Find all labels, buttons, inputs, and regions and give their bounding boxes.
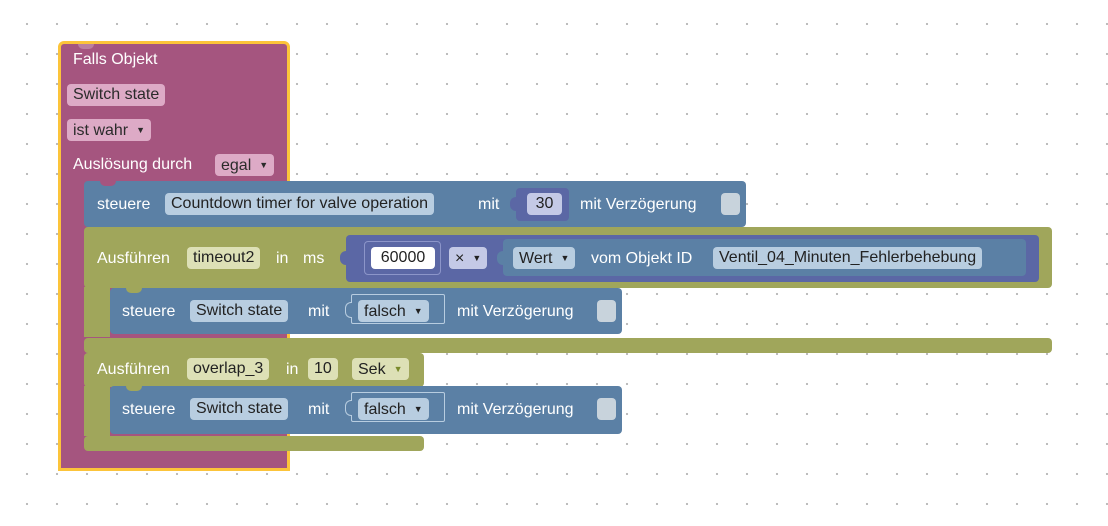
chevron-down-icon: ▼ (413, 404, 423, 414)
trigger-object-field[interactable]: Switch state (67, 84, 166, 106)
overlap-unit-value: Sek (358, 361, 386, 378)
overlap-inner-bool-value: falsch (364, 401, 406, 418)
control-timer-notch (100, 181, 116, 186)
overlap-inner-with-label: mit (308, 401, 330, 418)
multiplier-number-field[interactable]: 60000 (371, 247, 435, 269)
timeout-in-label: in (276, 250, 289, 267)
overlap-amount-field[interactable]: 10 (308, 358, 338, 380)
control-timer-verb: steuere (97, 196, 151, 213)
overlap-inner-notch (126, 386, 142, 391)
overlap-inner-bool-dropdown[interactable]: falsch ▼ (358, 398, 429, 420)
timeout-run-label: Ausführen (97, 250, 170, 267)
timeout-name-field[interactable]: timeout2 (187, 247, 261, 269)
chevron-down-icon: ▼ (259, 160, 269, 170)
overlap-unit-dropdown[interactable]: Sek ▼ (352, 358, 409, 380)
trigger-condition-dropdown[interactable]: ist wahr ▼ (67, 119, 152, 141)
timeout-block-left-arm (84, 287, 110, 337)
control-timer-with-label: mit (478, 196, 500, 213)
timeout-inner-verb: steuere (122, 303, 176, 320)
chevron-down-icon: ▼ (560, 253, 570, 263)
timeout-inner-bool-value: falsch (364, 303, 406, 320)
object-id-field[interactable]: Ventil_04_Minuten_Fehlerbehebung (713, 247, 983, 269)
trigger-notch (78, 44, 94, 49)
overlap-inner-delay-checkbox[interactable] (597, 398, 616, 420)
chevron-down-icon: ▼ (393, 364, 403, 374)
trigger-source-value: egal (221, 157, 252, 174)
timeout-inner-delay-label: mit Verzögerung (457, 303, 574, 320)
chevron-down-icon: ▼ (472, 253, 482, 263)
control-timer-delay-checkbox[interactable] (721, 193, 740, 215)
trigger-source-dropdown[interactable]: egal ▼ (215, 154, 275, 176)
chevron-down-icon: ▼ (413, 306, 423, 316)
get-object-value-plug (497, 251, 503, 265)
multiply-block-plug (340, 251, 346, 265)
trigger-condition-value: ist wahr (73, 122, 129, 139)
timeout-inner-with-label: mit (308, 303, 330, 320)
value-type-value: Wert (519, 250, 553, 267)
timeout-inner-bool-plug (345, 302, 352, 318)
timeout-inner-delay-checkbox[interactable] (597, 300, 616, 322)
timeout-block-bottom-bar (84, 338, 1052, 353)
timeout-inner-bool-dropdown[interactable]: falsch ▼ (358, 300, 429, 322)
value-type-dropdown[interactable]: Wert ▼ (513, 247, 576, 269)
trigger-source-label: Auslösung durch (73, 156, 193, 173)
control-timer-delay-label: mit Verzögerung (580, 196, 697, 213)
control-timer-value-field[interactable]: 30 (527, 193, 562, 215)
control-timer-value-plug (510, 197, 516, 211)
overlap-run-label: Ausführen (97, 361, 170, 378)
overlap-block-left-arm (84, 386, 110, 436)
overlap-inner-delay-label: mit Verzögerung (457, 401, 574, 418)
operator-dropdown[interactable]: ×▼ (449, 247, 488, 269)
overlap-block-bottom-bar (84, 436, 424, 451)
timeout-inner-notch (126, 288, 142, 293)
operator-value: × (455, 250, 465, 267)
timeout-inner-object-field[interactable]: Switch state (190, 300, 289, 322)
chevron-down-icon: ▼ (136, 125, 146, 135)
timeout-unit-label: ms (303, 250, 325, 267)
control-timer-object-field[interactable]: Countdown timer for valve operation (165, 193, 435, 215)
overlap-inner-verb: steuere (122, 401, 176, 418)
overlap-in-label: in (286, 361, 299, 378)
overlap-inner-bool-plug (345, 400, 352, 416)
overlap-name-field[interactable]: overlap_3 (187, 358, 270, 380)
trigger-title: Falls Objekt (73, 51, 158, 68)
overlap-inner-object-field[interactable]: Switch state (190, 398, 289, 420)
from-object-label: vom Objekt ID (591, 250, 693, 267)
